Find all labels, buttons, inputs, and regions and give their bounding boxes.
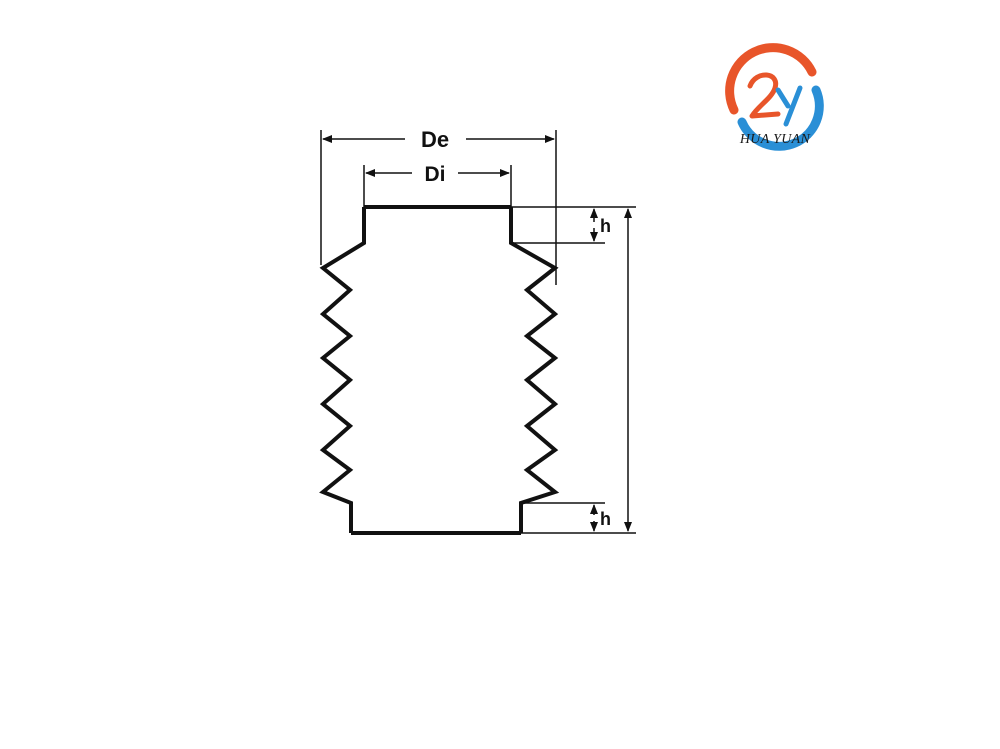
label-de: De (421, 127, 449, 152)
label-di: Di (425, 163, 446, 186)
huayuan-logo-icon (725, 43, 824, 151)
dimension-lines (320, 130, 636, 534)
left-wall (319, 207, 366, 533)
bellows-outline (319, 205, 560, 535)
right-wall (509, 207, 560, 533)
label-h-bottom: h (600, 509, 611, 529)
brand-name: HUA YUAN (739, 132, 811, 147)
label-h-top: h (600, 216, 611, 236)
